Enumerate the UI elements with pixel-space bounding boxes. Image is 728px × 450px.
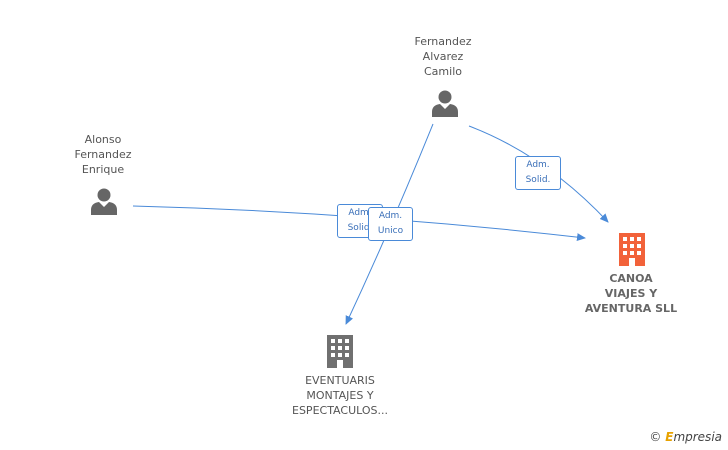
brand-name: mpresia xyxy=(673,430,722,444)
label-line: MONTAJES Y xyxy=(306,389,374,402)
edge-label-line: Unico xyxy=(377,226,404,236)
label-line: Camilo xyxy=(424,65,462,78)
label-line: Fernandez xyxy=(74,148,132,161)
edge-label-line: Adm. xyxy=(348,208,372,218)
building-icon[interactable] xyxy=(326,334,354,368)
edge-label-line: Solid. xyxy=(347,223,373,233)
label-line: Alonso xyxy=(84,133,122,146)
label-line: VIAJES Y xyxy=(604,287,658,300)
brand-initial: E xyxy=(665,430,674,444)
label-line: EVENTUARIS xyxy=(305,374,375,387)
label-line: AVENTURA SLL xyxy=(584,302,678,315)
label-line: Alvarez xyxy=(422,50,464,63)
edge-label-line: Adm. xyxy=(526,160,550,170)
label-line: Enrique xyxy=(81,163,125,176)
label-line: CANOA xyxy=(609,272,653,285)
label-line: Fernandez xyxy=(414,35,472,48)
copyright-symbol: © xyxy=(649,430,662,444)
building-icon[interactable] xyxy=(618,232,646,266)
company-label-canoa[interactable]: CANOA VIAJES Y AVENTURA SLL xyxy=(576,271,686,316)
label-line: ESPECTACULOS... xyxy=(292,404,388,417)
person-label-fernandez[interactable]: Fernandez Alvarez Camilo xyxy=(398,34,488,79)
edge-label-line: Adm. xyxy=(378,211,403,221)
edge-label-adm-unico: Adm. Unico xyxy=(368,207,413,241)
edge-label-adm-solid: Adm. Solid. xyxy=(515,156,561,190)
empresia-logo: © Empresia xyxy=(649,430,722,444)
person-icon[interactable] xyxy=(430,89,460,119)
person-label-alonso[interactable]: Alonso Fernandez Enrique xyxy=(58,132,148,177)
person-icon[interactable] xyxy=(89,187,119,217)
company-label-eventuaris[interactable]: EVENTUARIS MONTAJES Y ESPECTACULOS... xyxy=(280,373,400,418)
edge-label-line: Solid. xyxy=(525,175,551,185)
